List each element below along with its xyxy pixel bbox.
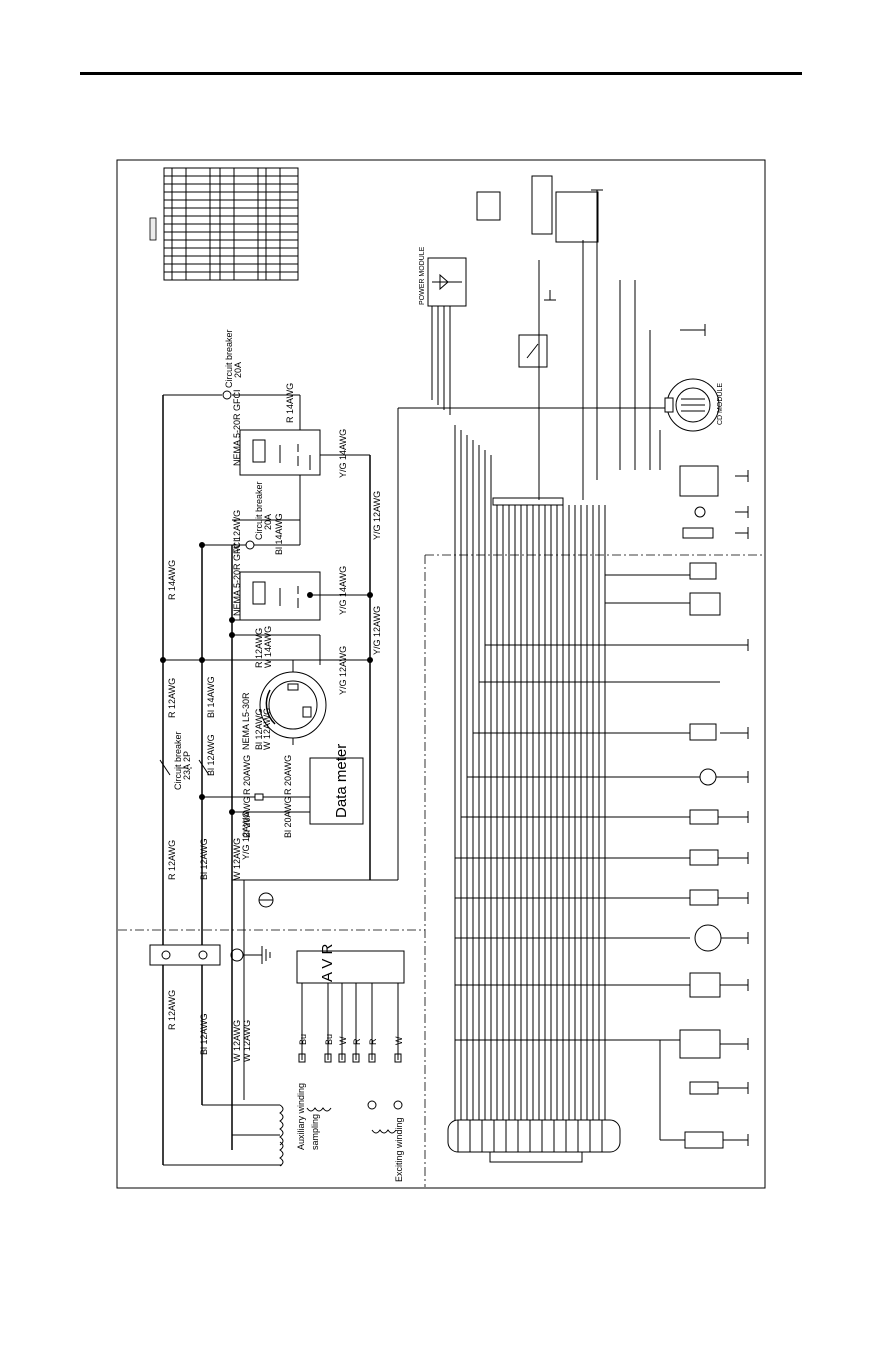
wire-tag: Y/G 12AWG (372, 491, 382, 540)
avr-box (296, 950, 405, 984)
wire-tag: R 14AWG (167, 560, 177, 600)
main-breaker-label: Circuit breaker (173, 731, 183, 790)
wire-tag: Bl 12AWG (254, 708, 264, 750)
cb-top-rating: 20A (233, 362, 243, 378)
twist-lock-label: NEMA L5-30R (241, 692, 251, 750)
harness-connector (447, 1119, 621, 1163)
wire-tag: W 12AWG (232, 838, 242, 880)
choke-coil-box (689, 562, 717, 580)
gfci-mid-label: NEMA 5-20R GFCI (232, 539, 242, 616)
breaker-20a-top-symbol (222, 390, 232, 400)
output-terminal-block (149, 944, 221, 966)
oil-pressure-symbol (699, 768, 717, 786)
wire-tag: W 14AWG (263, 626, 273, 668)
main-breaker-rating: 23A 2P (182, 751, 192, 780)
wire-tag: R 12AWG (167, 840, 177, 880)
component-branches (455, 574, 735, 1141)
ground-symbol-ac (258, 892, 274, 908)
motor-symbol (694, 924, 722, 952)
fuse-box (689, 1081, 719, 1095)
wire-tag: Bl 12AWG (206, 734, 216, 776)
wire-tag: R 12AWG (167, 678, 177, 718)
wire-tag: R 12AWG (167, 990, 177, 1030)
wire-tag: Bl 20AWG (283, 796, 293, 838)
oil-sensor-box (689, 723, 717, 741)
wire-tag: Y/G 12AWG (372, 606, 382, 655)
avr-tap-label: W (394, 1036, 404, 1045)
wire-tag: Y/G 12AWG (338, 646, 348, 695)
wire-tag: R 20AWG (242, 755, 252, 795)
auxiliary-winding-coil (306, 1107, 332, 1112)
cd-module-label: CD MODULE (717, 383, 724, 425)
wire-tag: R 14AWG (285, 383, 295, 423)
data-meter-label: Data meter (333, 744, 350, 818)
wire-tag: Bl 20AWG (242, 796, 252, 838)
wire-tag: Y/G 12AWG (241, 811, 251, 860)
ground-symbols-engine (544, 189, 749, 1146)
table-caption (149, 217, 157, 241)
data-meter-box (309, 757, 364, 825)
temp-sensor-box (689, 809, 719, 825)
wire-tag: Y/G 14AWG (338, 566, 348, 615)
auxiliary-winding-label: Auxiliary winding (296, 1083, 306, 1150)
twist-lock-outlet (259, 660, 327, 745)
avr-tap-label: R (352, 1038, 362, 1045)
wire-color-table (163, 167, 299, 281)
gfci-top-label: NEMA 5-20R GFCI (232, 389, 242, 466)
rectifier-box (689, 972, 721, 998)
wire-tag: W 12AWG (232, 510, 242, 552)
cb-mid-rating: 20A (263, 514, 273, 530)
fuel-solenoid-box (689, 592, 721, 616)
wire-tag: Bl 14AWG (206, 676, 216, 718)
wire-tag: W 12AWG (262, 708, 272, 750)
speed-sensor-box (689, 849, 719, 866)
start-switch-table (531, 175, 553, 235)
wire-tag: W 12AWG (232, 1020, 242, 1062)
avr-tap-label: Bu (324, 1034, 334, 1045)
cd-module (664, 378, 720, 432)
avr-tap-label: Bu (298, 1034, 308, 1045)
sampling-label: sampling (310, 1114, 320, 1150)
wire-tag: Bl 14AWG (274, 513, 284, 555)
exciting-winding-coil (367, 1100, 403, 1134)
wire-tag: Y/G 14AWG (338, 429, 348, 478)
ground-terminal (230, 948, 244, 962)
ignition-coil-box (679, 465, 719, 497)
avr-tap-label: W (338, 1036, 348, 1045)
wire-tag: Bl 12AWG (199, 1013, 209, 1055)
heater-box (679, 1029, 721, 1059)
junction-dots (160, 542, 373, 815)
spark-plug-symbol (694, 506, 706, 518)
cb-top-label: Circuit breaker (224, 329, 234, 388)
main-winding (279, 1104, 284, 1167)
wire-tag: W 12AWG (242, 1020, 252, 1062)
gfci-outlet-top (239, 429, 321, 476)
main-breaker-pole-2 (198, 759, 210, 776)
power-module-label: POWER MODULE (419, 246, 426, 305)
diagram-frame (116, 159, 766, 1189)
avr-tap-label: R (368, 1038, 378, 1045)
fuel-selector-table (476, 191, 501, 221)
key-switch-box (555, 191, 599, 243)
cb-mid-label: Circuit breaker (254, 481, 264, 540)
gfci-outlet-mid (239, 571, 321, 621)
exciting-winding-label: Exciting winding (394, 1117, 404, 1182)
connector-row (492, 497, 564, 506)
engine-components (679, 465, 724, 1149)
breaker-20a-mid-symbol (245, 540, 255, 550)
wire-tag: R 20AWG (283, 755, 293, 795)
main-breaker-pole-1 (159, 759, 171, 776)
wire-tag: Bl 12AWG (199, 838, 209, 880)
header-rule (80, 72, 802, 75)
wire-tag: R 12AWG (254, 628, 264, 668)
battery-box (682, 527, 714, 539)
starter-box (684, 1131, 724, 1149)
avr-label: A V R (319, 943, 336, 982)
sensor-box (689, 889, 719, 906)
meter-fuse (254, 793, 264, 801)
